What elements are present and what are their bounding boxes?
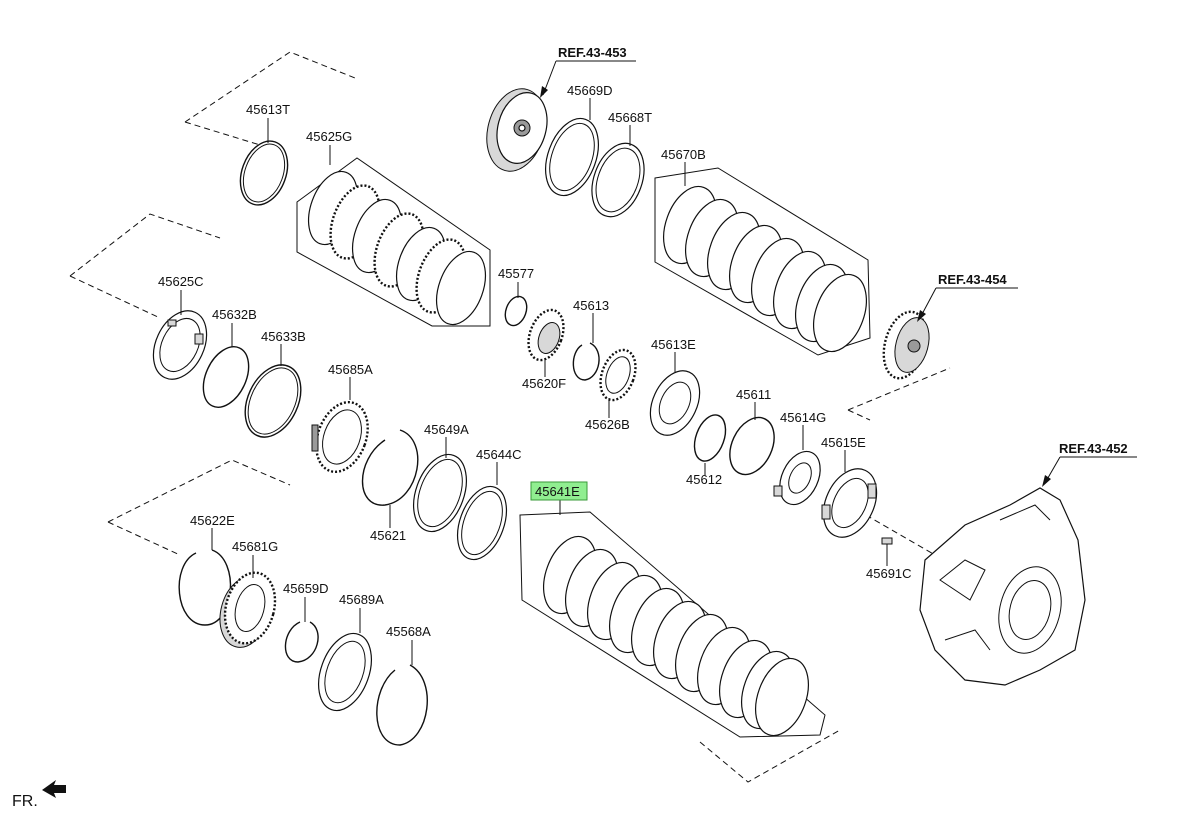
label-45611[interactable]: 45611	[736, 387, 771, 402]
part-45668T[interactable]	[582, 136, 653, 224]
label-45633B[interactable]: 45633B	[261, 329, 306, 344]
label-45659D[interactable]: 45659D	[283, 581, 329, 596]
label-45614G[interactable]: 45614G	[780, 410, 826, 425]
part-45681G[interactable]	[213, 567, 283, 653]
part-45613E[interactable]	[641, 363, 710, 443]
part-45613[interactable]	[572, 342, 600, 381]
leader-lines	[180, 60, 1137, 665]
ref-43-452[interactable]: REF.43-452	[1059, 441, 1128, 456]
part-45614G[interactable]	[772, 445, 828, 511]
part-45691C[interactable]	[881, 537, 893, 560]
ref-labels: REF.43-453 REF.43-454 REF.43-452	[558, 45, 1128, 456]
part-45685A[interactable]	[307, 395, 377, 479]
ref-43-453[interactable]: REF.43-453	[558, 45, 627, 60]
part-transmission-case[interactable]	[919, 487, 1086, 686]
part-45659D[interactable]	[284, 621, 319, 663]
part-45670B[interactable]	[654, 167, 876, 359]
part-pump-assembly[interactable]	[478, 82, 554, 178]
part-45644C[interactable]	[448, 480, 515, 566]
part-45615E[interactable]	[813, 460, 887, 546]
label-45685A[interactable]: 45685A	[328, 362, 373, 377]
front-direction-label: FR.	[12, 793, 38, 810]
part-45613T[interactable]	[232, 134, 296, 211]
label-45626B[interactable]: 45626B	[585, 417, 630, 432]
label-45620F[interactable]: 45620F	[522, 376, 566, 391]
label-45613[interactable]: 45613	[573, 298, 609, 313]
part-45649A[interactable]	[404, 447, 476, 539]
label-45691C[interactable]: 45691C	[866, 566, 912, 581]
part-45611[interactable]	[721, 410, 783, 481]
part-45689A[interactable]	[309, 626, 381, 718]
part-45622E[interactable]	[178, 549, 232, 626]
label-45641E[interactable]: 45641E	[535, 484, 580, 499]
label-45621[interactable]: 45621	[370, 528, 406, 543]
part-45632B[interactable]	[194, 340, 257, 415]
part-45612[interactable]	[689, 411, 732, 466]
front-arrow-icon	[42, 780, 66, 798]
part-labels: 45613T 45625G 45625C 45632B 45633B 45685…	[158, 83, 912, 639]
label-45668T[interactable]: 45668T	[608, 110, 652, 125]
label-45577[interactable]: 45577	[498, 266, 534, 281]
part-45633B[interactable]	[234, 356, 311, 446]
label-45649A[interactable]: 45649A	[424, 422, 469, 437]
highlight-45641E	[530, 481, 588, 501]
part-45625C[interactable]	[143, 302, 217, 388]
part-45626B[interactable]	[594, 345, 642, 405]
label-45669D[interactable]: 45669D	[567, 83, 613, 98]
label-45681G[interactable]: 45681G	[232, 539, 278, 554]
label-45612[interactable]: 45612	[686, 472, 722, 487]
part-45568A[interactable]	[376, 664, 428, 746]
label-45625G[interactable]: 45625G	[306, 129, 352, 144]
label-45632B[interactable]: 45632B	[212, 307, 257, 322]
label-45613T[interactable]: 45613T	[246, 102, 290, 117]
label-45622E[interactable]: 45622E	[190, 513, 235, 528]
part-gear-454[interactable]	[877, 307, 935, 383]
label-45625C[interactable]: 45625C	[158, 274, 204, 289]
part-45620F[interactable]	[522, 305, 570, 365]
label-45670B[interactable]: 45670B	[661, 147, 706, 162]
label-45689A[interactable]: 45689A	[339, 592, 384, 607]
label-45644C[interactable]: 45644C	[476, 447, 522, 462]
label-45568A[interactable]: 45568A	[386, 624, 431, 639]
part-45621[interactable]	[361, 429, 419, 506]
part-45641E[interactable]	[519, 511, 826, 743]
label-45613E[interactable]: 45613E	[651, 337, 696, 352]
part-45577[interactable]	[501, 293, 530, 328]
part-45625G[interactable]	[296, 157, 495, 331]
front-direction: FR.	[12, 780, 66, 810]
part-45669D[interactable]	[536, 111, 608, 203]
ref-43-454[interactable]: REF.43-454	[938, 272, 1007, 287]
label-45615E[interactable]: 45615E	[821, 435, 866, 450]
assembly-axes	[69, 51, 951, 783]
